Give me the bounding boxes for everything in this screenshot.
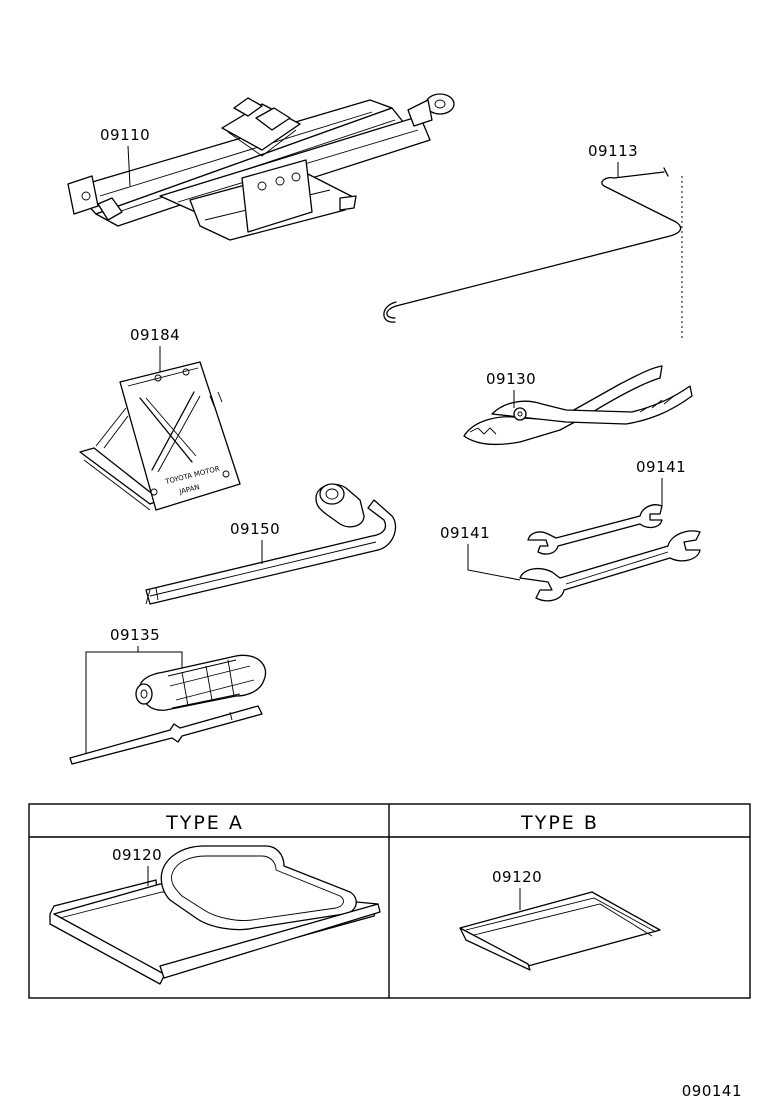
type-b-header: TYPE B [520,812,599,834]
screwdriver-part-number: 09135 [110,626,160,644]
wrench-large-illustration [519,530,701,602]
screwdriver-illustration [69,654,267,765]
wrench-small-illustration [527,504,663,555]
wheel-chock-part-number: 09184 [130,326,180,344]
tool-bag-type-a-illustration [49,845,381,985]
type-a-header: TYPE A [165,812,244,834]
wrench-large-part-number: 09141 [440,524,490,542]
type-table [28,803,751,999]
jack-handle-illustration [383,167,682,323]
lug-wrench-part-number: 09150 [230,520,280,538]
diagram-code: 090141 [682,1082,742,1100]
tool-bag-type-b-illustration [459,891,661,971]
screwdriver-leader [85,651,183,754]
type-b-part-number: 09120 [492,868,542,886]
jack-handle-part-number: 09113 [588,142,638,160]
wrench-small-part-number: 09141 [636,458,686,476]
type-a-part-number: 09120 [112,846,162,864]
jack-part-number: 09110 [100,126,150,144]
lug-wrench-illustration [145,483,397,605]
jack-leader [127,145,131,187]
wheel-chock-illustration: TOYOTA MOTOR JAPAN [79,361,241,511]
jack-illustration [67,93,455,241]
wrench-large-leader [467,544,521,581]
pliers-illustration [463,365,693,446]
pliers-part-number: 09130 [486,370,536,388]
